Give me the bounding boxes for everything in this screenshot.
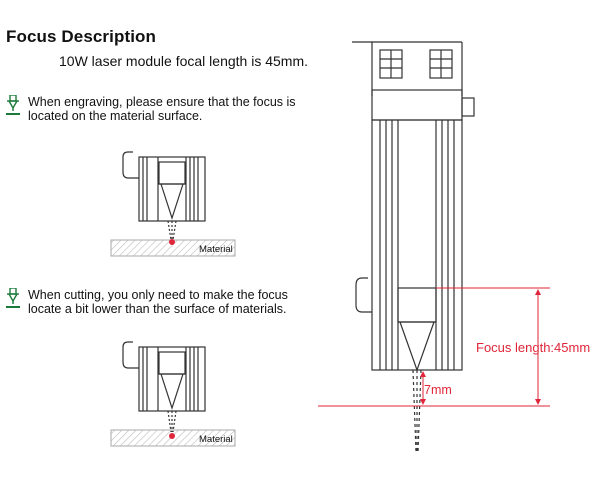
page-title: Focus Description xyxy=(6,27,157,46)
page-subtitle: 10W laser module focal length is 45mm. xyxy=(59,53,308,69)
cutting-material-label: Material xyxy=(199,434,233,445)
engraving-note: When engraving, please ensure that the f… xyxy=(28,95,296,123)
cutting-module xyxy=(122,341,206,433)
engraving-note-line1: When engraving, please ensure that the f… xyxy=(28,95,296,109)
engraving-material-label: Material xyxy=(199,244,233,255)
laser-tip-icon xyxy=(6,288,20,308)
engraving-focus-point xyxy=(169,239,175,245)
cutting-focus-point xyxy=(169,433,175,439)
large-laser-module xyxy=(352,41,475,453)
focus-length-label: Focus length:45mm xyxy=(476,340,591,355)
engraving-module xyxy=(122,151,206,241)
cutting-note: When cutting, you only need to make the … xyxy=(28,288,288,316)
focus-offset-label: 7mm xyxy=(424,383,452,397)
focus-measurement xyxy=(318,287,550,407)
cutting-note-line2: locate a bit lower than the surface of m… xyxy=(28,302,287,316)
engraving-note-line2: located on the material surface. xyxy=(28,109,203,123)
laser-tip-icon xyxy=(6,95,20,115)
cutting-note-line1: When cutting, you only need to make the … xyxy=(28,288,288,302)
